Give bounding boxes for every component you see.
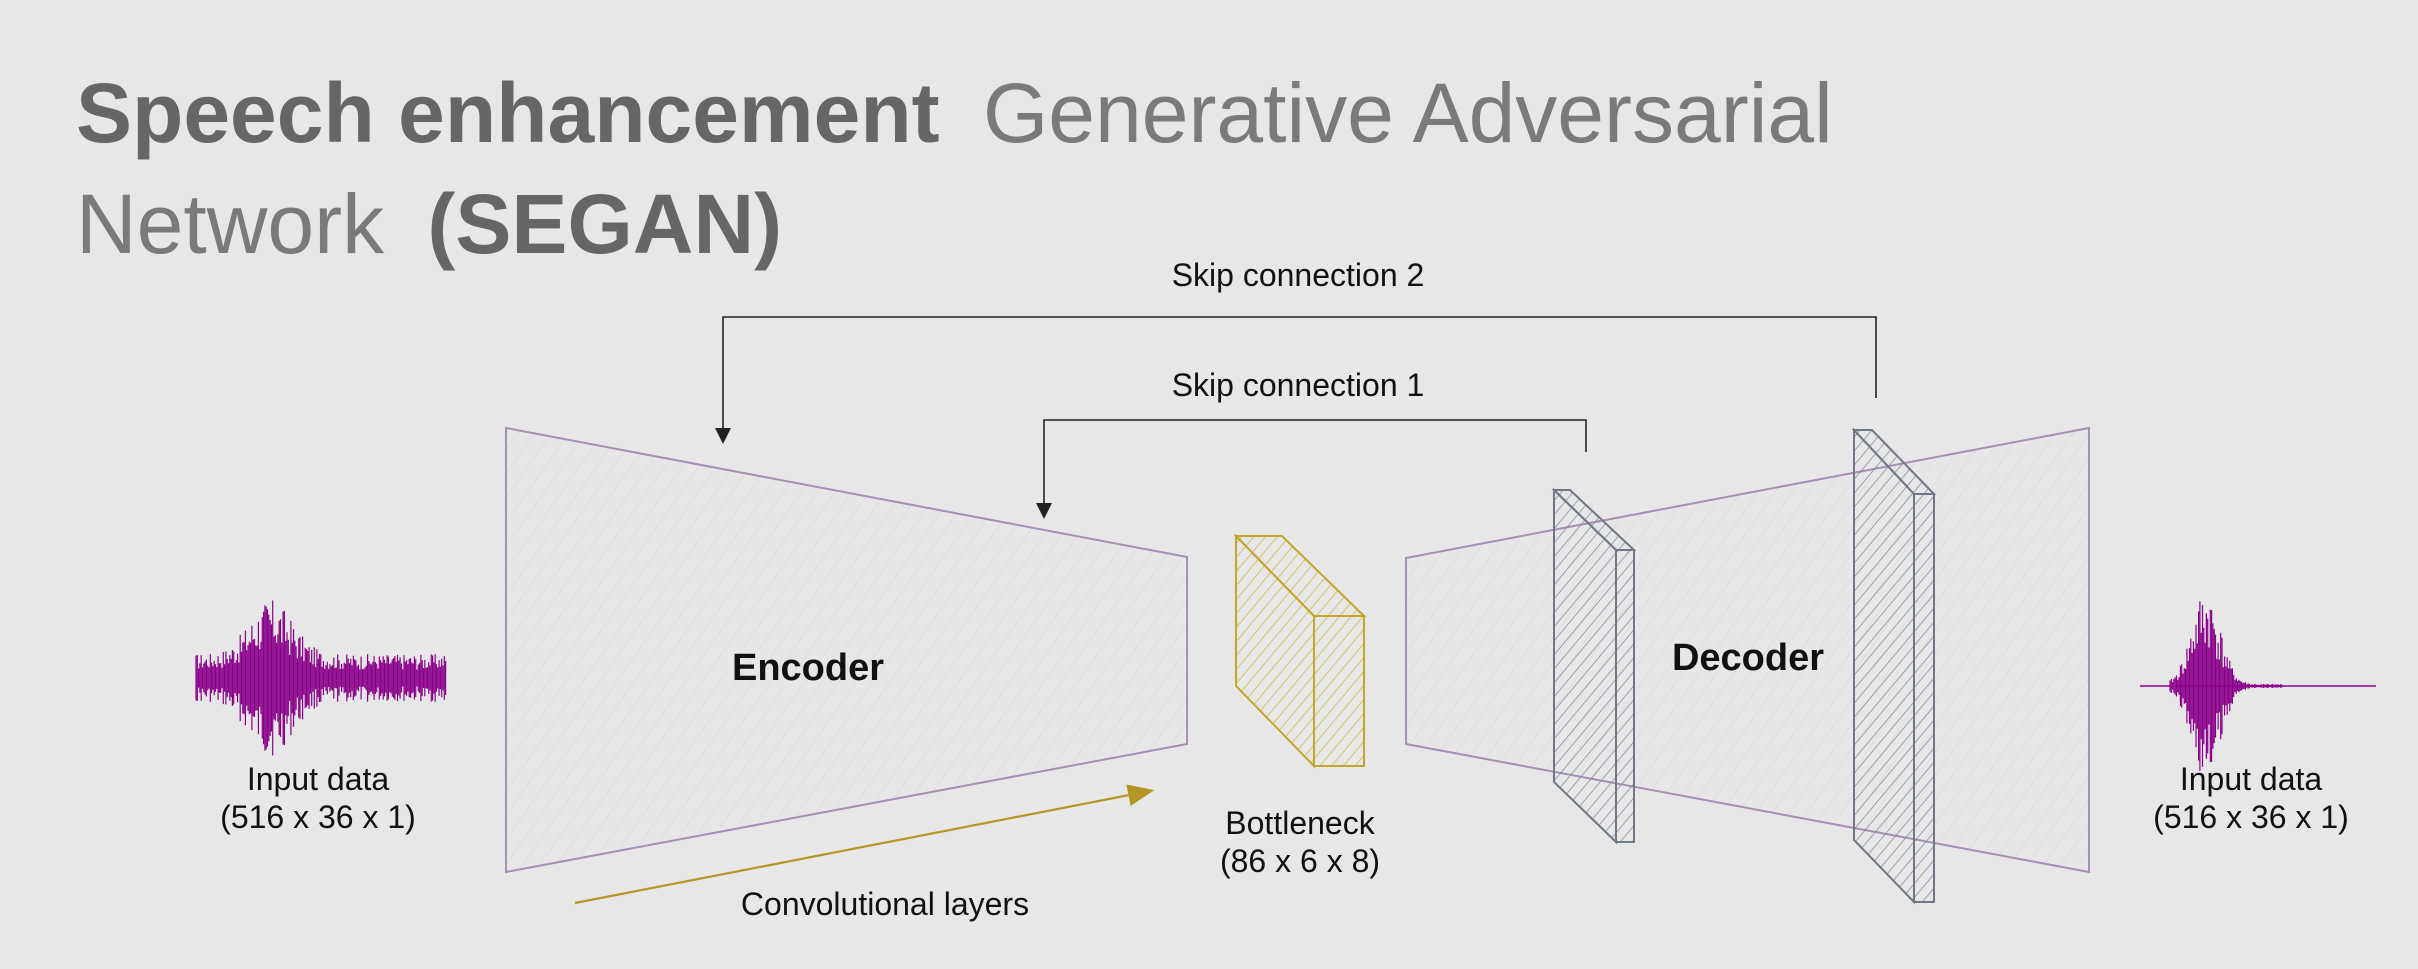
skip-connection-2-arrow <box>715 316 1877 444</box>
convolutional-layers-label: Convolutional layers <box>741 886 1029 922</box>
input-data-left-label: Input data <box>247 761 390 797</box>
title-segan-acronym: (SEGAN) <box>427 177 782 271</box>
bottleneck-dimensions: (86 x 6 x 8) <box>1220 843 1380 879</box>
skip-connection-1-arrow <box>1036 419 1587 519</box>
title-network-word: Network <box>76 177 385 271</box>
encoder-label: Encoder <box>732 647 884 689</box>
input-data-right-label: Input data <box>2180 761 2323 797</box>
input-data-left-dimensions: (516 x 36 x 1) <box>220 799 416 835</box>
skip-connection-2-label: Skip connection 2 <box>1172 257 1425 293</box>
title-bold-part: Speech enhancement <box>76 66 940 160</box>
decoder-label: Decoder <box>1672 637 1824 679</box>
input-data-right-dimensions: (516 x 36 x 1) <box>2153 799 2349 835</box>
convolutional-layers-arrow <box>574 784 1155 905</box>
bottleneck-block <box>1233 533 1367 769</box>
noisy-waveform-icon <box>195 600 447 756</box>
clean-waveform-icon <box>2140 601 2376 771</box>
encoder-block <box>505 426 1188 874</box>
page-title-line-2: Network (SEGAN) <box>76 177 782 271</box>
decoder-layer-2 <box>1851 427 1937 905</box>
decoder-layer-1 <box>1551 487 1637 845</box>
title-light-part: Generative Adversarial <box>983 66 1833 160</box>
bottleneck-label: Bottleneck <box>1225 805 1375 841</box>
skip-connection-1-label: Skip connection 1 <box>1172 367 1425 403</box>
page-title-line-1: Speech enhancement Generative Adversaria… <box>76 66 1833 160</box>
